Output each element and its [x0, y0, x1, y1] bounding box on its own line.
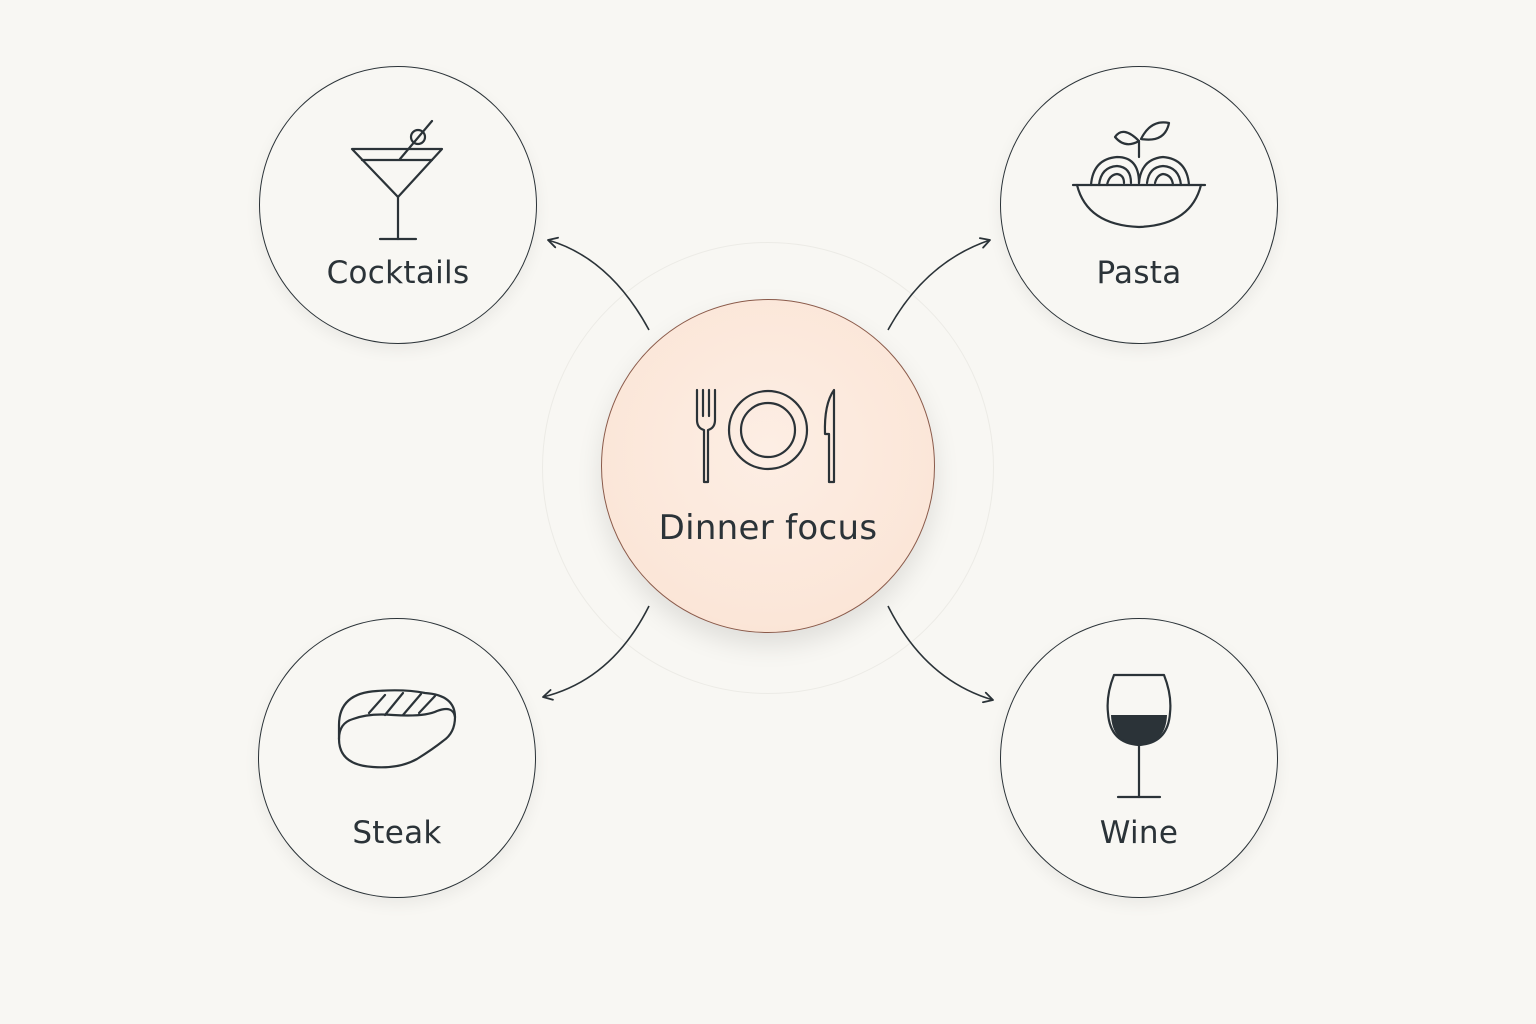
cocktail-glass-icon: [350, 119, 444, 241]
pasta-bowl-icon: [1071, 121, 1207, 229]
node-steak[interactable]: Steak: [258, 618, 536, 898]
node-wine[interactable]: Wine: [1000, 618, 1278, 898]
arrow-to-cocktails: [547, 236, 650, 331]
steak-icon: [337, 689, 457, 769]
node-pasta[interactable]: Pasta: [1000, 66, 1278, 344]
arrow-to-pasta: [887, 237, 991, 331]
node-label-pasta: Pasta: [1096, 255, 1182, 291]
node-label-cocktails: Cocktails: [326, 255, 470, 291]
node-label-wine: Wine: [1099, 815, 1179, 851]
center-halo-ring: [542, 242, 994, 694]
center-node-label: Dinner focus: [658, 508, 878, 548]
wine-glass-icon: [1106, 673, 1172, 799]
center-node-dinner-focus[interactable]: Dinner focus: [601, 299, 935, 633]
node-cocktails[interactable]: Cocktails: [259, 66, 537, 344]
plate-fork-knife-icon: [695, 388, 836, 484]
arrow-to-steak: [542, 605, 650, 701]
arrow-to-wine: [887, 605, 994, 704]
node-label-steak: Steak: [352, 815, 442, 851]
